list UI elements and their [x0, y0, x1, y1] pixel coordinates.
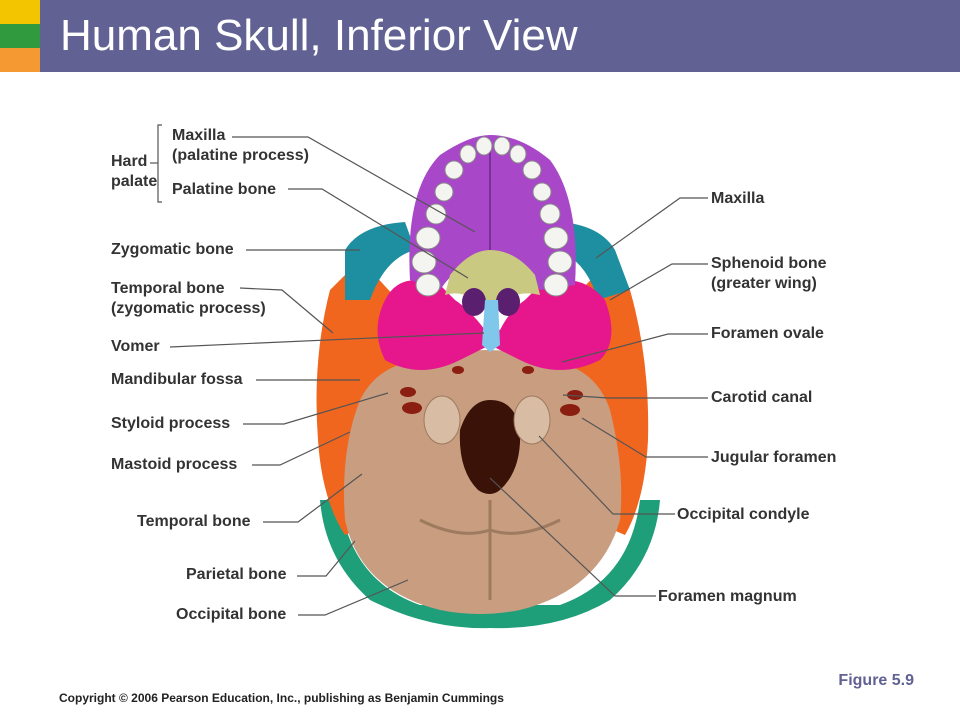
label-vomer: Vomer: [111, 338, 160, 355]
label-mandibular-fossa: Mandibular fossa: [111, 371, 243, 388]
label-sphenoid-greater-wing: Sphenoid bone (greater wing): [711, 255, 827, 292]
label-jugular-foramen: Jugular foramen: [711, 449, 837, 466]
stripe-orange: [0, 48, 40, 72]
label-zygomatic-bone: Zygomatic bone: [111, 241, 234, 258]
label-palatine-bone: Palatine bone: [172, 181, 277, 198]
teeth: [411, 136, 573, 297]
palatine-bone-shape: [445, 250, 540, 300]
vomer-shape: [482, 300, 500, 352]
label-carotid-canal: Carotid canal: [711, 389, 813, 406]
label-occipital-condyle: Occipital condyle: [677, 506, 810, 523]
label-maxilla-palatine-process: Maxilla (palatine process): [172, 127, 309, 164]
label-temporal-zygomatic-process: Temporal bone (zygomatic process): [111, 280, 266, 317]
sphenoid-bone-shape: [377, 280, 612, 370]
foramen-magnum-shape: [459, 400, 521, 494]
label-styloid-process: Styloid process: [111, 415, 231, 432]
slide-title: Human Skull, Inferior View: [60, 11, 578, 60]
label-maxilla: Maxilla: [711, 190, 765, 207]
zygomatic-bone-left: [345, 222, 415, 300]
stripe-green: [0, 24, 40, 48]
title-bar: [40, 0, 960, 72]
label-occipital-bone: Occipital bone: [176, 606, 287, 623]
leader-lines: [150, 124, 708, 616]
label-hard-palate: Hard palate: [111, 153, 158, 190]
label-temporal-bone: Temporal bone: [137, 513, 251, 530]
label-parietal-bone: Parietal bone: [186, 566, 287, 583]
stripe-yellow: [0, 0, 40, 24]
figure-number: Figure 5.9: [838, 672, 914, 689]
copyright-text: Copyright © 2006 Pearson Education, Inc.…: [59, 691, 504, 705]
label-foramen-magnum: Foramen magnum: [658, 588, 797, 605]
label-foramen-ovale: Foramen ovale: [711, 325, 824, 342]
label-mastoid-process: Mastoid process: [111, 456, 238, 473]
